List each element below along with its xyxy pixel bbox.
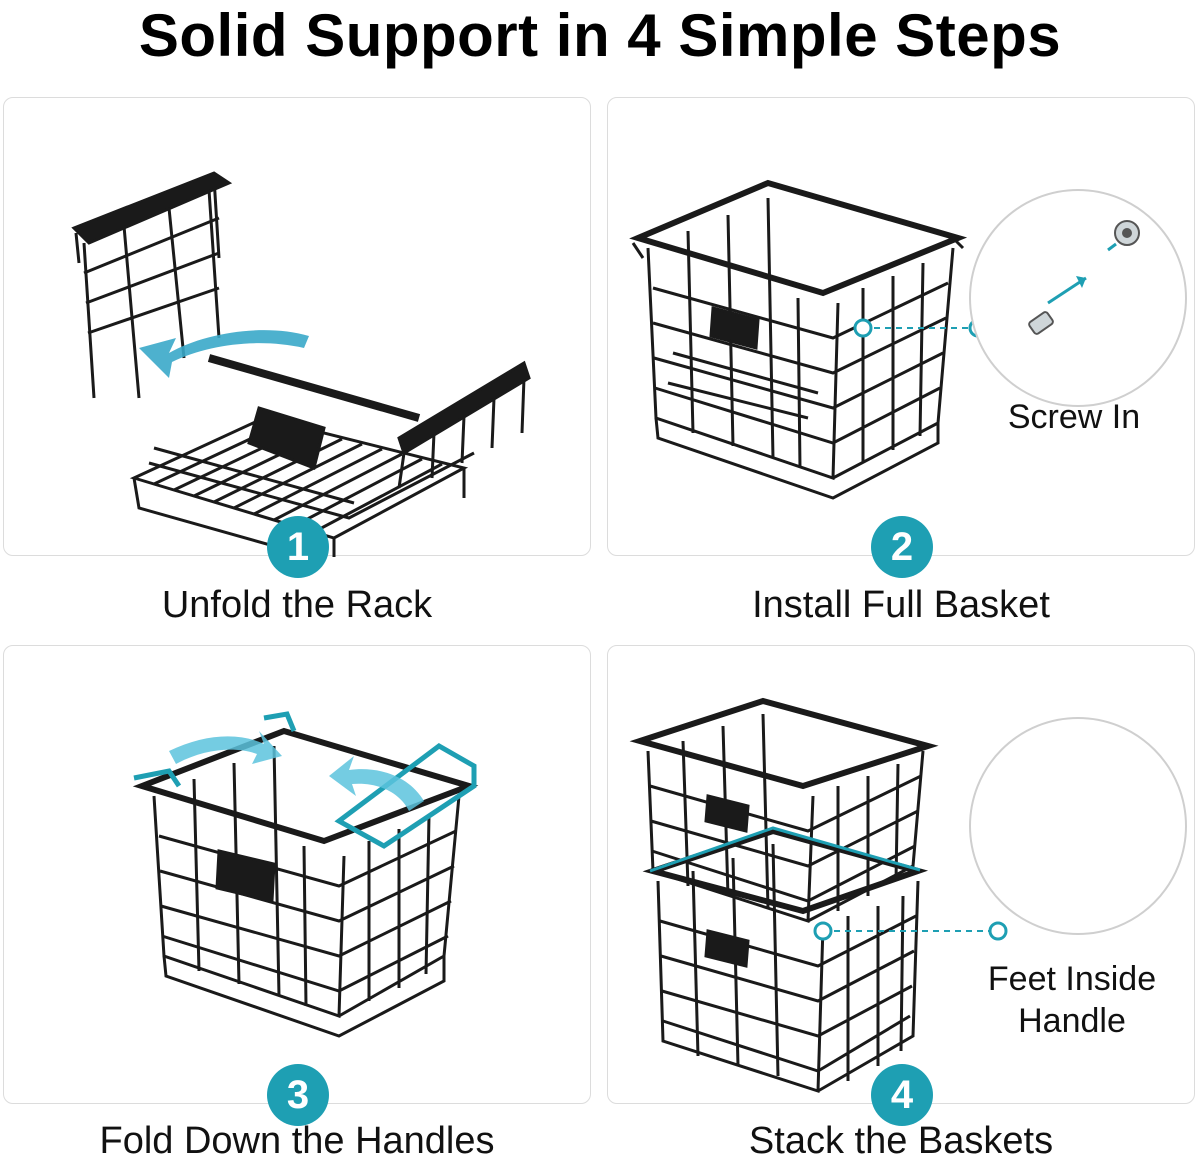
step-number-badge: 3 bbox=[267, 1064, 329, 1126]
unfold-rack-illustration bbox=[71, 171, 531, 557]
detail-zoom-circle bbox=[969, 189, 1187, 407]
step-caption: Stack the Baskets bbox=[748, 1120, 1054, 1162]
step-caption: Install Full Basket bbox=[752, 584, 1050, 626]
step-caption: Fold Down the Handles bbox=[99, 1120, 495, 1162]
feet-inside-handle-callout: Feet Inside Handle bbox=[987, 960, 1157, 1040]
step-3-panel: 3 bbox=[3, 645, 591, 1126]
step-caption: Unfold the Rack bbox=[161, 584, 433, 626]
stack-icon bbox=[629, 697, 939, 1094]
step-number-badge: 2 bbox=[871, 516, 933, 578]
stack-baskets-illustration bbox=[629, 697, 1196, 1094]
step-4-panel: 4 bbox=[607, 645, 1196, 1126]
step-number-badge: 4 bbox=[871, 1064, 933, 1126]
unfold-arrow-icon bbox=[139, 330, 309, 378]
fold-arrows-icon bbox=[169, 731, 424, 811]
screw-in-callout: Screw In bbox=[1007, 398, 1141, 436]
fold-handles-illustration bbox=[132, 711, 479, 1038]
detail-zoom-circle bbox=[969, 717, 1187, 935]
install-basket-illustration bbox=[629, 179, 1187, 500]
screw-icon bbox=[1028, 220, 1140, 335]
step-1-panel: 1 bbox=[3, 97, 591, 578]
page-title: Solid Support in 4 Simple Steps bbox=[138, 2, 1062, 69]
step-2-panel: 2 bbox=[607, 97, 1195, 578]
step-number-badge: 1 bbox=[267, 516, 329, 578]
